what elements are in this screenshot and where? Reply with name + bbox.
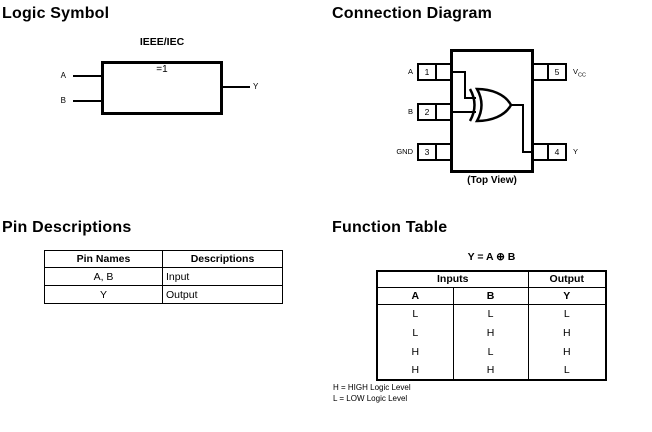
ieee-iec-label: IEEE/IEC [139, 36, 185, 48]
xor-iec-gate-label: =1 [156, 64, 168, 75]
pin2-stub [437, 103, 450, 121]
pin-description-cell: Output [162, 285, 283, 304]
descriptions-header: Descriptions [162, 250, 283, 268]
pin5-name-label: VCC [573, 63, 613, 81]
truth-cell: H [376, 361, 454, 380]
function-table-group-header-row: Inputs Output [376, 270, 607, 288]
vcc-label-subscript: CC [578, 72, 586, 79]
pin-name-cell: Y [44, 285, 163, 304]
table-row: H L H [376, 342, 607, 361]
pin3-name-label: GND [396, 147, 413, 156]
truth-cell: L [452, 342, 529, 361]
truth-cell: H [452, 361, 529, 380]
top-view-caption: (Top View) [467, 175, 517, 186]
logic-output-y-label: Y [253, 82, 259, 91]
column-header-b: B [452, 286, 529, 305]
table-row: A, B Input [44, 267, 283, 286]
truth-cell: L [452, 304, 529, 323]
pin1-stub [437, 63, 450, 81]
pin3-stub [437, 143, 450, 161]
pin2-name-label: B [407, 107, 413, 116]
wire-gate-to-pin4 [510, 104, 534, 153]
pin4-stub [534, 143, 547, 161]
truth-cell: L [527, 304, 607, 323]
pin1-name-label: A [407, 67, 413, 76]
pin-names-header: Pin Names [44, 250, 163, 268]
table-row: Y Output [44, 285, 283, 304]
pin-descriptions-title: Pin Descriptions [2, 219, 132, 236]
xor-gate-drawing [450, 71, 534, 153]
truth-cell: H [527, 323, 607, 342]
column-header-a: A [376, 286, 454, 305]
pin-descriptions-table: Pin Names Descriptions A, B Input Y Outp… [44, 250, 283, 304]
truth-cell: H [527, 342, 607, 361]
logic-symbol-box [101, 61, 223, 115]
function-table-title: Function Table [332, 219, 448, 236]
pin-table-header-row: Pin Names Descriptions [44, 250, 283, 268]
truth-cell: H [376, 342, 454, 361]
table-row: H H L [376, 361, 607, 380]
truth-cell: L [376, 323, 454, 342]
pin4-number-box: 4 [547, 143, 567, 161]
xor-gate-body [474, 87, 513, 123]
note-high-level: H = HIGH Logic Level [333, 383, 411, 392]
pin-name-cell: A, B [44, 267, 163, 286]
pin5-stub [534, 63, 547, 81]
logic-input-a-line [73, 75, 101, 77]
logic-input-b-label: B [60, 96, 66, 105]
pin5-number-box: 5 [547, 63, 567, 81]
logic-input-b-line [73, 100, 101, 102]
inputs-group-header: Inputs [376, 270, 529, 288]
pin4-name-label: Y [573, 147, 579, 156]
function-table: Inputs Output A B Y L L L L H H H L [376, 270, 607, 381]
pin-description-cell: Input [162, 267, 283, 286]
pin2-number-box: 2 [417, 103, 437, 121]
logic-output-y-line [223, 86, 250, 88]
wire-pin1-to-gate [450, 71, 476, 99]
output-group-header: Output [527, 270, 607, 288]
connection-diagram-title: Connection Diagram [332, 5, 493, 22]
function-table-column-header-row: A B Y [376, 286, 607, 305]
note-low-level: L = LOW Logic Level [333, 394, 408, 403]
pin3-number-box: 3 [417, 143, 437, 161]
vcc-label-main: V [573, 67, 579, 76]
pin1-number-box: 1 [417, 63, 437, 81]
logic-symbol-title: Logic Symbol [2, 5, 110, 22]
column-header-y: Y [527, 286, 607, 305]
truth-cell: L [376, 304, 454, 323]
table-row: L H H [376, 323, 607, 342]
table-row: L L L [376, 304, 607, 323]
truth-cell: L [527, 361, 607, 380]
truth-cell: H [452, 323, 529, 342]
logic-input-a-label: A [60, 71, 66, 80]
function-equation: Y = A ⊕ B [467, 251, 516, 263]
xor-gate-input-arc [468, 88, 476, 122]
